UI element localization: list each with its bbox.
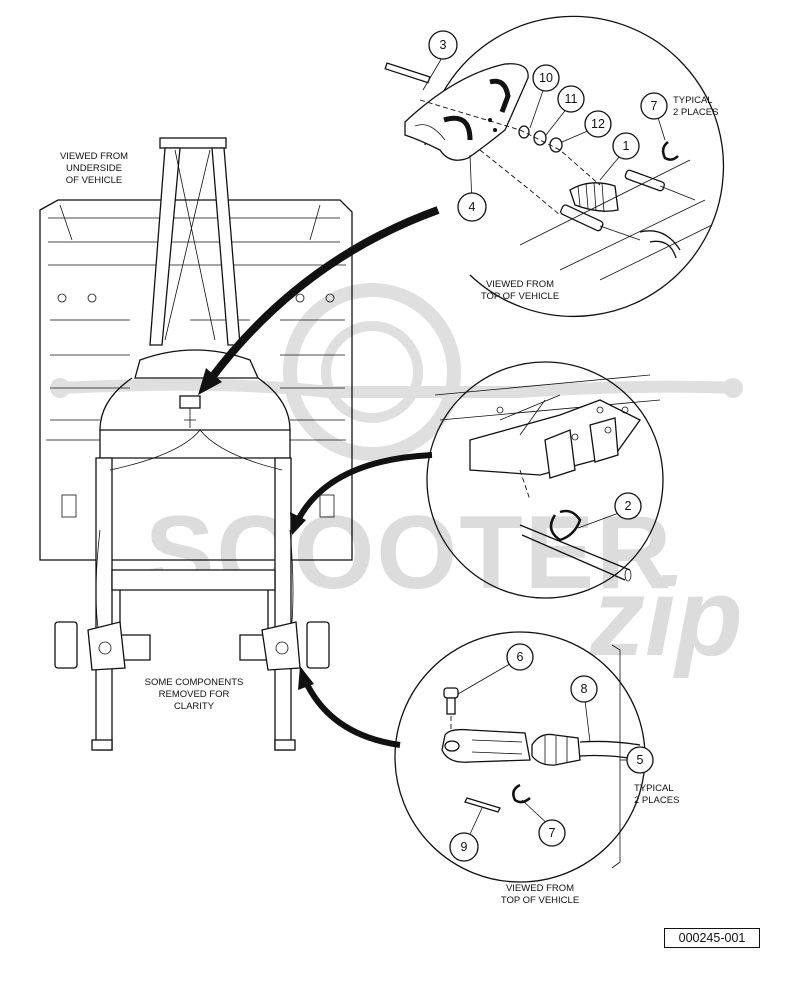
label-top-view-2: VIEWED FROM TOP OF VEHICLE	[501, 883, 579, 906]
callout-8: 8	[570, 675, 598, 703]
label-removed: SOME COMPONENTS REMOVED FOR CLARITY	[145, 677, 244, 712]
svg-text:VIEWED FROM: VIEWED FROM	[60, 151, 128, 162]
svg-text:TOP OF VEHICLE: TOP OF VEHICLE	[501, 895, 579, 906]
svg-text:9: 9	[461, 840, 468, 854]
svg-text:TOP OF VEHICLE: TOP OF VEHICLE	[481, 291, 559, 302]
label-typical-2: TYPICAL 2 PLACES	[634, 783, 679, 806]
callouts: 3 10 11 12 1 7 4 2 6 8 5 7 9	[428, 30, 668, 862]
part-number: 000245-001	[664, 928, 760, 948]
callout-7-top: 7	[640, 92, 668, 120]
callout-10: 10	[532, 64, 560, 92]
view-arrows	[198, 206, 440, 748]
label-typical-1: TYPICAL 2 PLACES	[673, 95, 718, 118]
callout-1: 1	[612, 132, 640, 160]
callout-4: 4	[457, 192, 487, 222]
callout-3: 3	[428, 30, 458, 60]
svg-text:2 PLACES: 2 PLACES	[673, 107, 718, 118]
callout-5: 5	[626, 746, 654, 774]
svg-text:1: 1	[623, 139, 630, 153]
svg-text:OF VEHICLE: OF VEHICLE	[66, 175, 123, 186]
callout-11: 11	[557, 85, 585, 113]
svg-text:8: 8	[581, 682, 588, 696]
svg-text:UNDERSIDE: UNDERSIDE	[66, 163, 122, 174]
svg-text:REMOVED FOR: REMOVED FOR	[159, 689, 230, 700]
vehicle-underside	[39, 137, 353, 751]
svg-text:11: 11	[565, 92, 578, 106]
svg-text:5: 5	[637, 753, 644, 767]
svg-text:TYPICAL: TYPICAL	[634, 783, 674, 794]
svg-text:2: 2	[625, 499, 632, 513]
svg-text:TYPICAL: TYPICAL	[673, 95, 713, 106]
watermark-script: zip	[589, 556, 743, 679]
detail-middle	[426, 361, 664, 599]
callout-12: 12	[584, 110, 612, 138]
detail-top	[384, 15, 725, 318]
svg-text:SOME COMPONENTS: SOME COMPONENTS	[145, 677, 244, 688]
svg-text:VIEWED FROM: VIEWED FROM	[486, 279, 554, 290]
svg-text:VIEWED FROM: VIEWED FROM	[506, 883, 574, 894]
svg-text:3: 3	[440, 38, 447, 52]
watermark: SCOOTER zip	[50, 283, 743, 679]
svg-text:10: 10	[539, 71, 553, 85]
svg-text:6: 6	[517, 650, 524, 664]
callout-9: 9	[449, 832, 479, 862]
svg-text:12: 12	[591, 117, 605, 131]
label-underside: VIEWED FROM UNDERSIDE OF VEHICLE	[60, 151, 128, 186]
svg-text:2 PLACES: 2 PLACES	[634, 795, 679, 806]
callout-6: 6	[506, 643, 534, 671]
svg-text:7: 7	[549, 826, 556, 840]
callout-2: 2	[614, 492, 642, 520]
callout-7-bottom: 7	[538, 819, 566, 847]
label-top-view-1: VIEWED FROM TOP OF VEHICLE	[481, 279, 559, 302]
svg-text:CLARITY: CLARITY	[174, 701, 215, 712]
svg-text:7: 7	[651, 99, 658, 113]
svg-text:4: 4	[469, 200, 476, 214]
